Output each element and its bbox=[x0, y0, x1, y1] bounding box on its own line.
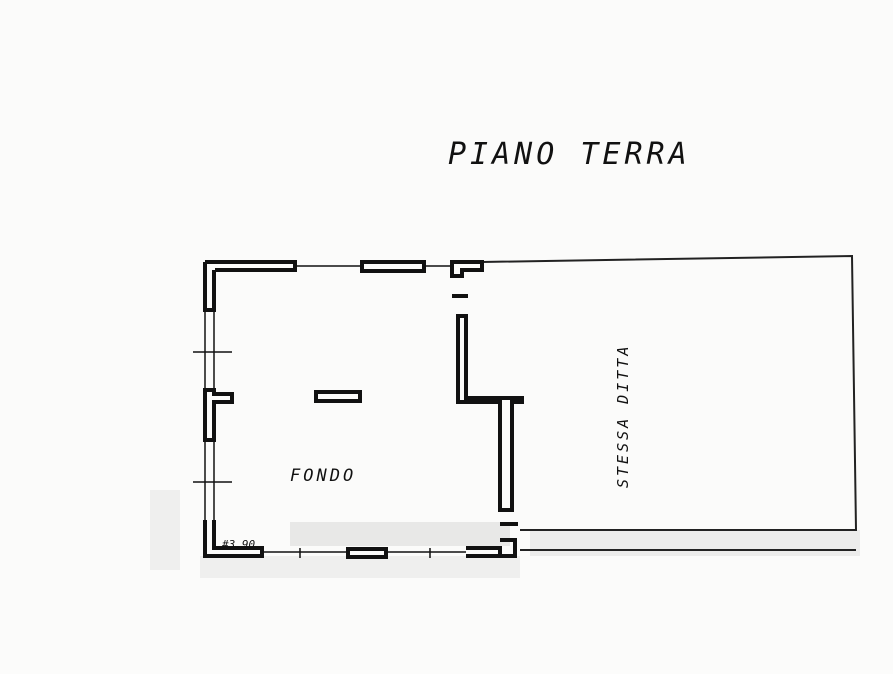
plan-title: PIANO TERRA bbox=[448, 137, 691, 172]
wall-tick-marks bbox=[193, 351, 431, 558]
scan-smudge bbox=[150, 490, 180, 570]
scan-smudge bbox=[530, 530, 860, 556]
adjacent-label-stessa-ditta: STESSA DITTA bbox=[614, 344, 632, 488]
room-label-fondo: FONDO bbox=[290, 466, 356, 486]
adjacent-property-outline bbox=[481, 254, 858, 551]
dimension-label: #3.90 bbox=[221, 538, 255, 551]
building-walls bbox=[203, 260, 524, 559]
scan-smudge bbox=[290, 522, 510, 546]
scan-smudge bbox=[200, 556, 520, 578]
